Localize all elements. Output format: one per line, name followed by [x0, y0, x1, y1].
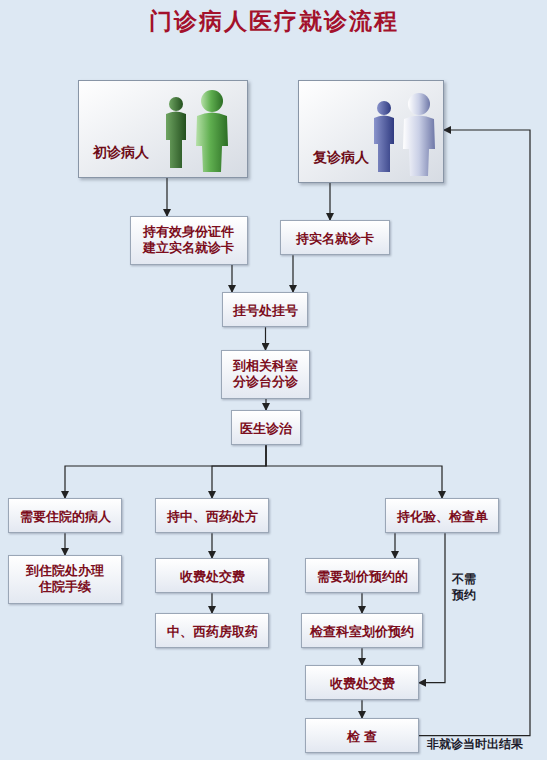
process-box: 收费处交费: [155, 558, 269, 593]
edge-label: 非就诊当时出结果: [426, 737, 524, 753]
new-patient-figures: [166, 90, 228, 172]
flow-arrow: [265, 399, 266, 411]
flow-arrow: [212, 445, 266, 498]
node-text: 持有效身份证件 建立实名就诊卡: [142, 224, 237, 257]
flow-arrow: [231, 265, 232, 293]
flow-arrow: [211, 593, 212, 613]
node-text: 检查科室划价预约: [310, 624, 414, 640]
node-text: 到住院处办理 住院手续: [23, 563, 106, 596]
node-text: 复诊病人: [313, 149, 369, 167]
return-patient-figures: [374, 93, 435, 176]
flow-arrow: [64, 533, 65, 555]
return-patient-box: 复诊病人: [298, 80, 444, 183]
process-box: 到相关科室 分诊台分诊: [221, 350, 310, 399]
node-text: 持化验、检查单: [397, 509, 488, 525]
node-text: 初诊病人: [93, 144, 149, 162]
patient-box-ground: [298, 80, 444, 183]
flow-arrow: [361, 700, 362, 718]
process-box: 持实名就诊卡: [280, 220, 390, 255]
node-text: 医生诊治: [240, 421, 292, 437]
flow-arrow: [211, 533, 212, 558]
flow-arrow: [265, 327, 266, 350]
node-text: 检 查: [347, 729, 378, 745]
node-text: 需要划价预约的: [317, 569, 408, 585]
process-box: 检查科室划价预约: [301, 613, 423, 648]
node-text: 持实名就诊卡: [296, 231, 374, 247]
node-text: 收费处交费: [180, 569, 245, 585]
process-box: 中、西药房取药: [155, 613, 269, 648]
process-box: 医生诊治: [231, 410, 301, 445]
process-box: 检 查: [305, 718, 419, 753]
flow-arrow: [329, 183, 330, 220]
process-box: 需要划价预约的: [305, 558, 419, 593]
process-box: 需要住院的病人: [8, 498, 122, 533]
flow-arrow: [419, 130, 530, 736]
process-box: 收费处交费: [305, 665, 419, 700]
node-text: 挂号处挂号: [233, 303, 298, 319]
flow-arrow: [292, 255, 293, 292]
new-patient-box: 初诊病人: [78, 80, 248, 178]
process-box: 持化验、检查单: [385, 498, 499, 533]
flow-arrow: [266, 445, 442, 498]
flow-arrow: [419, 533, 445, 682]
flow-arrow: [166, 178, 167, 216]
node-text: 需要住院的病人: [20, 509, 111, 525]
node-text: 收费处交费: [330, 676, 395, 692]
process-box: 到住院处办理 住院手续: [8, 555, 122, 604]
diagram-title: 门诊病人医疗就诊流程: [0, 6, 547, 37]
flow-arrow: [361, 648, 362, 665]
node-text: 到相关科室 分诊台分诊: [230, 358, 300, 391]
node-text: 持中、西药处方: [167, 509, 258, 525]
node-text: 中、西药房取药: [167, 624, 258, 640]
flow-arrow: [65, 445, 266, 498]
process-box: 持中、西药处方: [155, 498, 269, 533]
flow-arrow: [361, 593, 362, 613]
edge-label: 不需 预约: [451, 572, 481, 603]
flow-arrow: [394, 533, 395, 558]
process-box: 挂号处挂号: [222, 292, 308, 327]
process-box: 持有效身份证件 建立实名就诊卡: [130, 216, 248, 265]
patient-box-ground: [78, 80, 248, 178]
